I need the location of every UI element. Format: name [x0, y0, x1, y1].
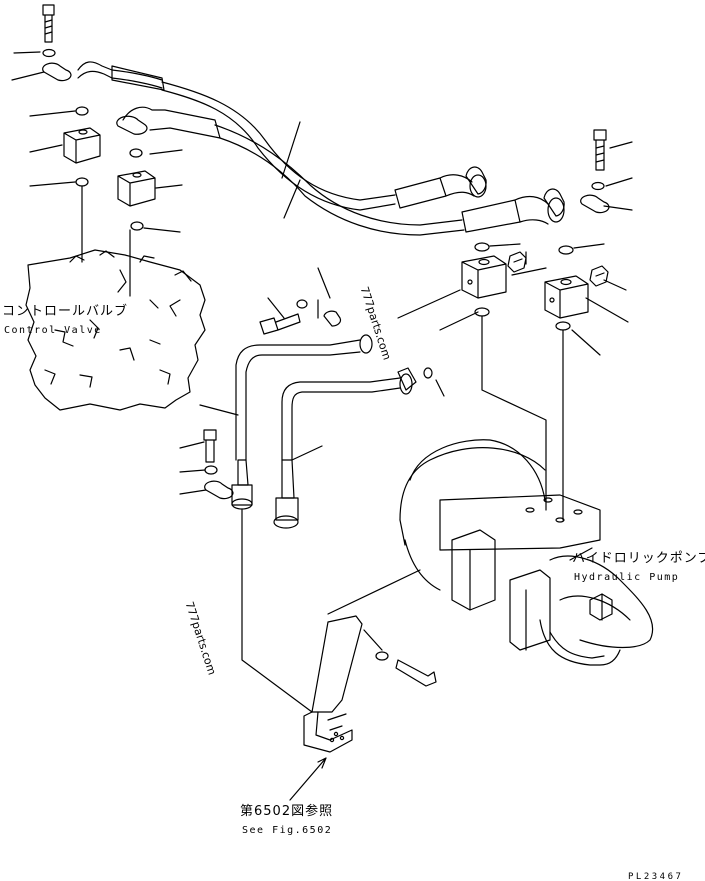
- upper-left-parts: [11, 4, 183, 297]
- see-figure-label-jp: 第6502図参照: [240, 804, 334, 819]
- bracket-outline: [241, 509, 437, 801]
- hydraulic-pump-label-jp: ハイドロリックポンプ: [572, 551, 705, 566]
- upper-hoses: [77, 61, 565, 236]
- control-valve-label-en: Control Valve: [4, 325, 102, 336]
- hydraulic-pump-label-en: Hydraulic Pump: [574, 572, 680, 583]
- drawing-code: PL23467: [628, 872, 684, 881]
- hydraulic-pump-outline: [399, 439, 654, 666]
- upper-right-parts: [397, 129, 633, 521]
- control-valve-label-jp: コントロールバルブ: [2, 304, 129, 319]
- see-figure-label-en: See Fig.6502: [242, 825, 333, 836]
- control-valve-outline: [25, 249, 206, 411]
- middle-hoses: [179, 267, 417, 529]
